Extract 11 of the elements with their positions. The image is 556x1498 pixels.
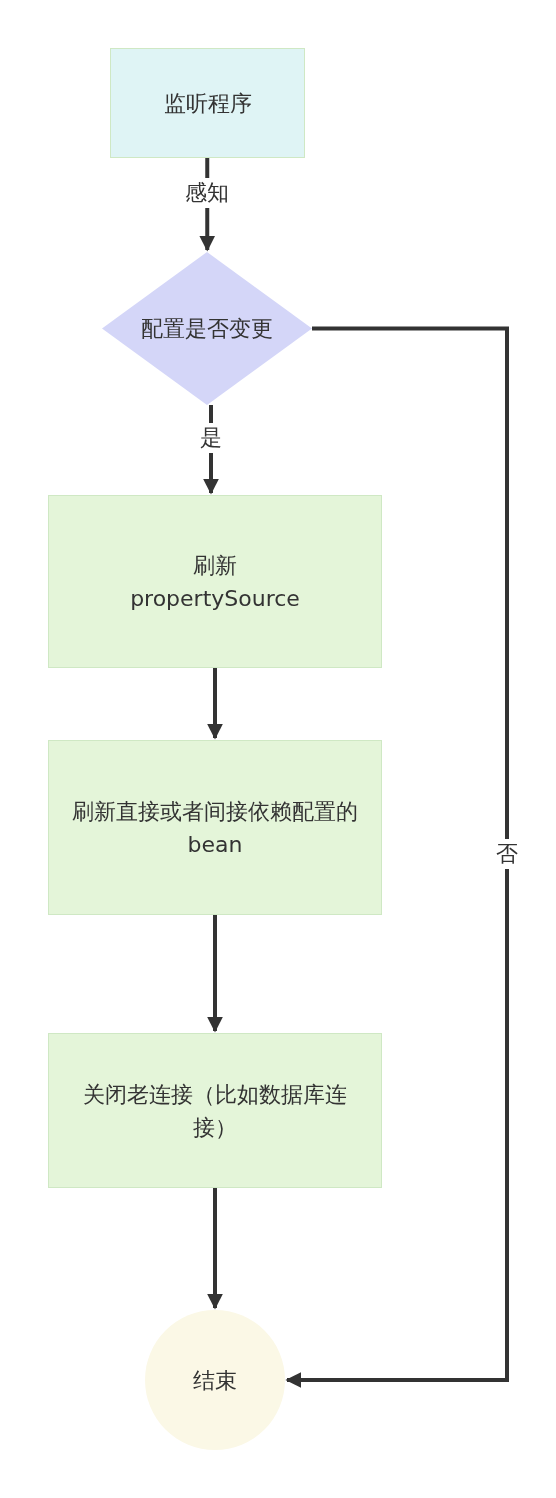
arrow — [207, 1188, 223, 1310]
arrow — [207, 915, 223, 1033]
process-box: 刷新 propertySource — [48, 495, 382, 668]
process-box: 刷新直接或者间接依赖配置的bean — [48, 740, 382, 915]
process-box: 关闭老连接（比如数据库连接） — [48, 1033, 382, 1188]
end-circle: 结束 — [145, 1310, 285, 1450]
process-box: 监听程序 — [110, 48, 305, 158]
edge-label: 是 — [198, 423, 224, 453]
edge-label: 否 — [494, 839, 520, 870]
arrow — [207, 668, 223, 740]
arrow — [285, 326, 509, 1388]
